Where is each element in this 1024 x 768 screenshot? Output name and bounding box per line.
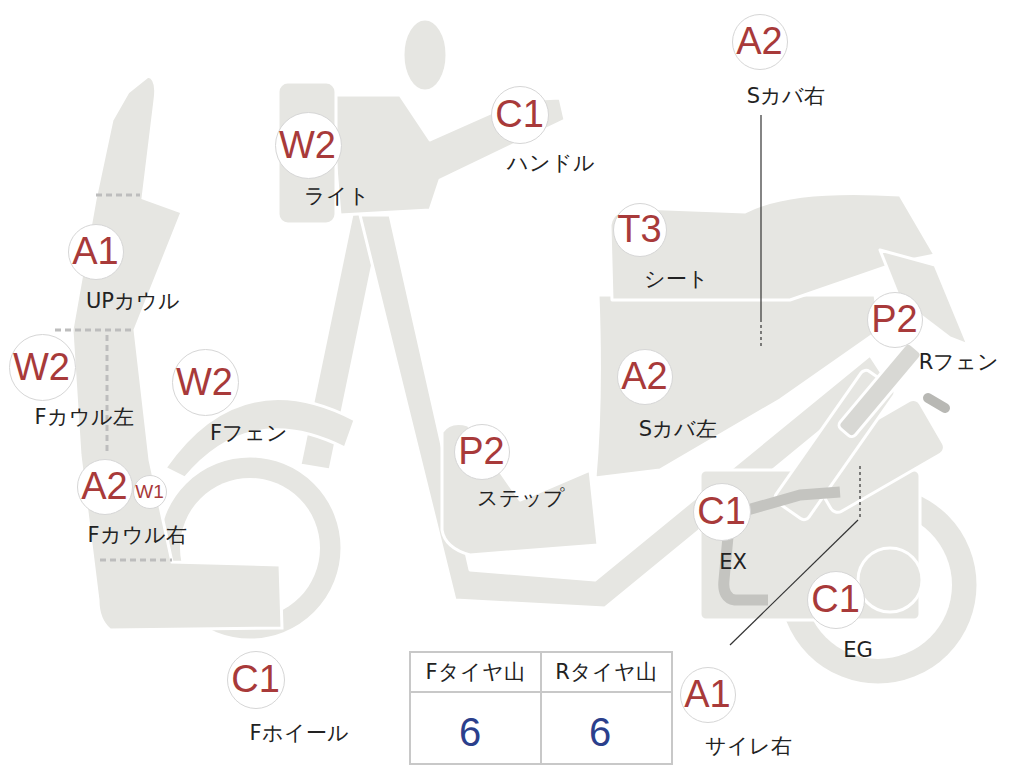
callout-circle: A2Sカバ左 <box>617 349 673 405</box>
part-name: ライト <box>304 185 370 208</box>
callout-circle: C1Fホイール <box>227 651 286 710</box>
callout-code: A2 <box>81 467 127 505</box>
callout-circle: C1EG <box>807 571 866 630</box>
section-line <box>55 329 135 332</box>
callout-code: W2 <box>176 363 233 401</box>
part-name: EG <box>843 639 873 662</box>
table-rule <box>540 652 542 764</box>
part-name: Fフェン <box>210 422 288 445</box>
callout-code: C1 <box>697 492 746 530</box>
callout-code: C1 <box>231 660 280 698</box>
table-header: Rタイヤ山 <box>555 662 657 683</box>
swing-arm <box>837 341 923 438</box>
callout-circle: A1UPカウル <box>68 224 124 280</box>
callout-code: W2 <box>13 348 70 386</box>
table-value: 6 <box>459 712 481 752</box>
callout-circle: W2Fカウル左 <box>9 334 76 401</box>
part-name: ハンドル <box>507 152 595 175</box>
callout-circle: C1EX <box>693 483 752 542</box>
callout-circle: W2ライト <box>275 112 342 179</box>
mirror <box>403 19 447 91</box>
leader-line <box>859 465 860 517</box>
front-cowl <box>72 76 282 630</box>
part-name: Rフェン <box>919 351 1000 374</box>
seat <box>610 193 935 300</box>
callout-code: W2 <box>279 126 336 164</box>
section-line <box>100 559 172 562</box>
callout-code: A1 <box>684 675 730 713</box>
callout-circle: P2ステップ <box>454 424 510 480</box>
part-name: UPカウル <box>86 290 180 313</box>
callout-circle: C1ハンドル <box>491 86 550 145</box>
muffler-tip <box>928 398 945 408</box>
callout-circle: A1サイレ右 <box>680 667 736 723</box>
part-name: シート <box>644 268 709 291</box>
callout-code: C1 <box>495 95 544 133</box>
part-name: ステップ <box>477 487 565 510</box>
engine-cover <box>858 548 922 612</box>
section-line <box>106 335 109 455</box>
tyre-table <box>410 652 672 764</box>
part-name: EX <box>719 551 747 574</box>
leader-line <box>760 115 761 322</box>
callout-circle: W2Fフェン <box>172 349 239 416</box>
callout-code: C1 <box>811 580 860 618</box>
step-floor <box>442 424 598 555</box>
part-name: Fカウル左 <box>34 406 133 429</box>
callout-circle: T3シート <box>613 203 667 257</box>
callout-code: A2 <box>736 22 782 60</box>
table-header: Fタイヤ山 <box>425 662 524 683</box>
callout-circle: W1 <box>133 475 168 510</box>
part-name: サイレ右 <box>705 735 792 758</box>
callout-code: T3 <box>617 210 661 248</box>
callout-code: P2 <box>871 300 917 338</box>
callout-circle: A2Fカウル右 <box>77 459 133 515</box>
callout-code: W1 <box>135 482 164 501</box>
callout-circle: A2Sカバ右 <box>732 14 788 70</box>
leader-line <box>760 325 761 348</box>
section-line <box>96 194 140 197</box>
callout-code: A2 <box>621 357 667 395</box>
part-name: Sカバ右 <box>747 85 825 108</box>
part-name: Sカバ左 <box>639 418 717 441</box>
callout-code: A1 <box>72 232 118 270</box>
callout-code: P2 <box>458 432 504 470</box>
callout-circle: P2Rフェン <box>867 292 923 348</box>
table-value: 6 <box>589 712 611 752</box>
part-name: Fカウル右 <box>87 524 186 547</box>
part-name: Fホイール <box>249 722 348 745</box>
